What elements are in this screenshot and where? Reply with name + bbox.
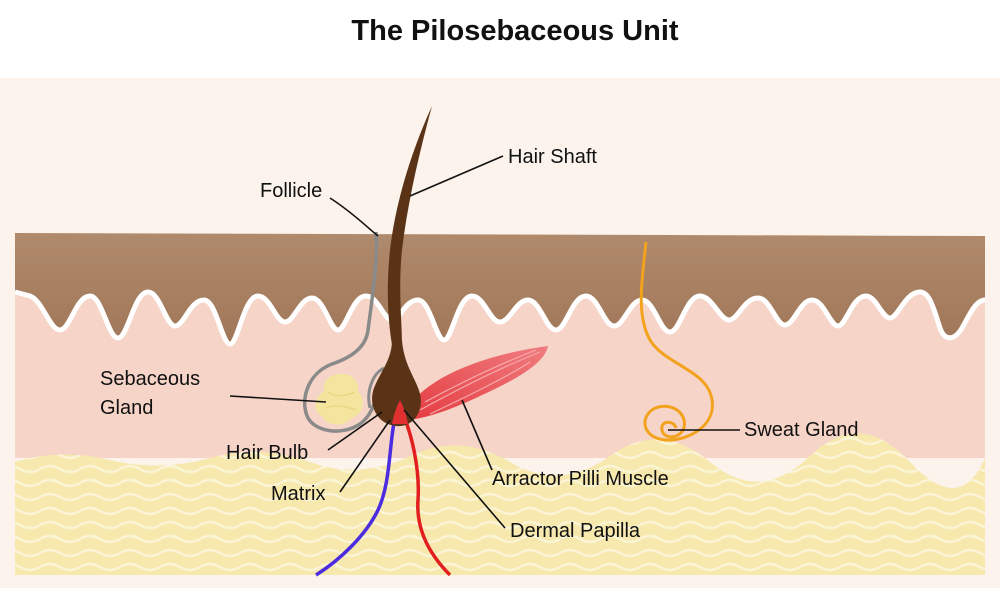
- leader-matrix: [339, 419, 391, 493]
- label-sebaceous-gland-line2: Gland: [100, 397, 153, 419]
- label-matrix: Matrix: [271, 483, 325, 505]
- label-arractor-pilli-muscle: Arractor Pilli Muscle: [492, 468, 669, 490]
- sebaceous-lobule-lines: [325, 391, 357, 411]
- label-sebaceous-gland-line1: Sebaceous: [100, 368, 200, 390]
- leader-dermal-papilla: [403, 409, 506, 529]
- hair-bulb: [372, 340, 421, 427]
- label-hair-bulb: Hair Bulb: [226, 442, 308, 464]
- follicle-outline: [303, 231, 379, 433]
- epidermis-layer: [15, 233, 985, 344]
- leader-hair-shaft: [409, 155, 504, 197]
- diagram-title: The Pilosebaceous Unit: [351, 15, 678, 47]
- sweat-gland-duct: [639, 241, 714, 442]
- subcutis-layer: [15, 433, 985, 575]
- muscle-fibers: [419, 349, 541, 415]
- basement-membrane: [14, 289, 986, 347]
- leader-arractor-pilli-muscle: [461, 399, 493, 471]
- leader-hair-bulb: [327, 411, 383, 451]
- label-hair-shaft: Hair Shaft: [508, 146, 597, 168]
- follicle-inner-sheath: [367, 366, 385, 409]
- label-dermal-papilla: Dermal Papilla: [510, 520, 641, 542]
- dermal-papilla: [392, 400, 408, 424]
- arrector-pili-muscle: [408, 346, 548, 420]
- label-follicle: Follicle: [260, 180, 322, 202]
- leader-sebaceous-gland: [229, 395, 327, 403]
- label-sweat-gland: Sweat Gland: [744, 419, 859, 441]
- artery-vessel: [396, 403, 452, 577]
- hair-shaft: [387, 106, 432, 345]
- leader-follicle: [329, 197, 379, 237]
- vein-vessel: [315, 403, 400, 577]
- sebaceous-gland: [315, 373, 363, 425]
